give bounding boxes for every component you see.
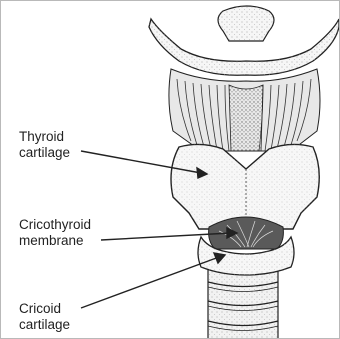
thyroid-label-line1: Thyroid: [19, 129, 64, 144]
cricoid-label-line1: Cricoid: [19, 301, 61, 316]
thyroid-label-line2: cartilage: [19, 145, 70, 161]
thyroid-cartilage: [171, 144, 319, 229]
cricothyroid-membrane-label: Cricothyroid membrane: [19, 217, 91, 249]
thyroid-cartilage-label: Thyroid cartilage: [19, 129, 70, 161]
cricoid-leader-line: [81, 257, 219, 308]
cricothyroid-label-line1: Cricothyroid: [19, 217, 91, 232]
thyrohyoid-membrane: [169, 69, 320, 151]
cricoid-cartilage-label: Cricoid cartilage: [19, 301, 70, 333]
cricothyroid-label-line2: membrane: [19, 233, 91, 249]
epiglottis: [218, 6, 274, 41]
cricoid-label-line2: cartilage: [19, 317, 70, 333]
trachea: [208, 269, 278, 339]
